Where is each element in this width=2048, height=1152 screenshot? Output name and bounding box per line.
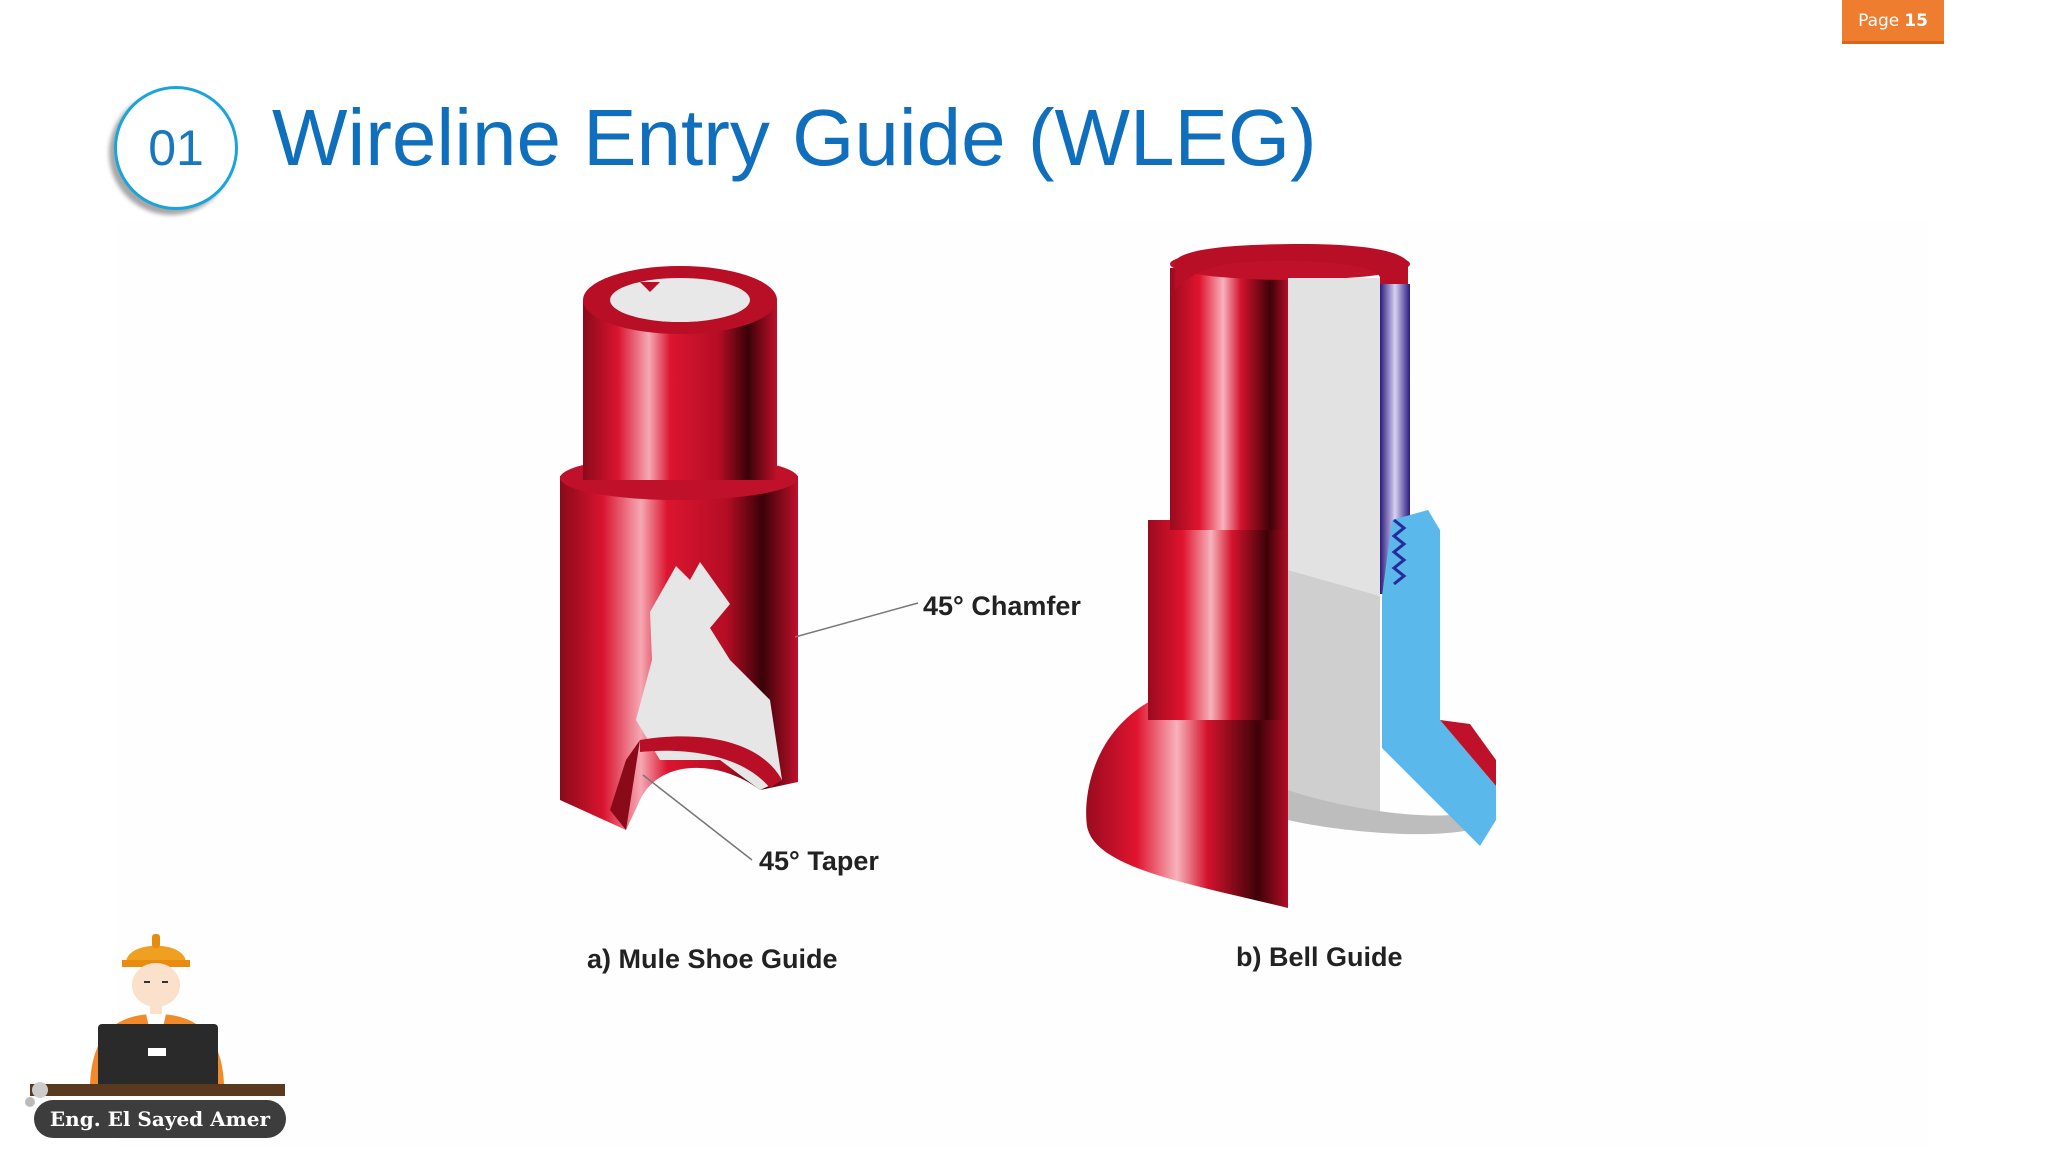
bell-guide-caption: b) Bell Guide: [1236, 942, 1403, 972]
mule-shoe-guide-drawing: [560, 266, 798, 830]
page-number-badge: Page 15: [1842, 0, 1944, 44]
chamfer-callout: 45° Chamfer: [923, 591, 1081, 621]
slide-title: Wireline Entry Guide (WLEG): [272, 93, 1317, 182]
section-number: 01: [148, 120, 204, 176]
author-name-badge: Eng. El Sayed Amer: [34, 1100, 286, 1138]
engineer-logo: [25, 934, 285, 1107]
figure-panel: [118, 222, 1928, 1147]
page-label: Page: [1858, 10, 1900, 31]
mule-shoe-caption: a) Mule Shoe Guide: [587, 944, 838, 974]
section-number-circle: 01: [114, 86, 238, 210]
bell-guide-drawing: [1086, 244, 1496, 908]
page-number: 15: [1904, 10, 1928, 31]
chamfer-leader-line: [794, 602, 919, 638]
author-name: Eng. El Sayed Amer: [49, 1107, 271, 1131]
taper-callout: 45° Taper: [759, 846, 879, 876]
taper-leader-line: [642, 774, 753, 861]
